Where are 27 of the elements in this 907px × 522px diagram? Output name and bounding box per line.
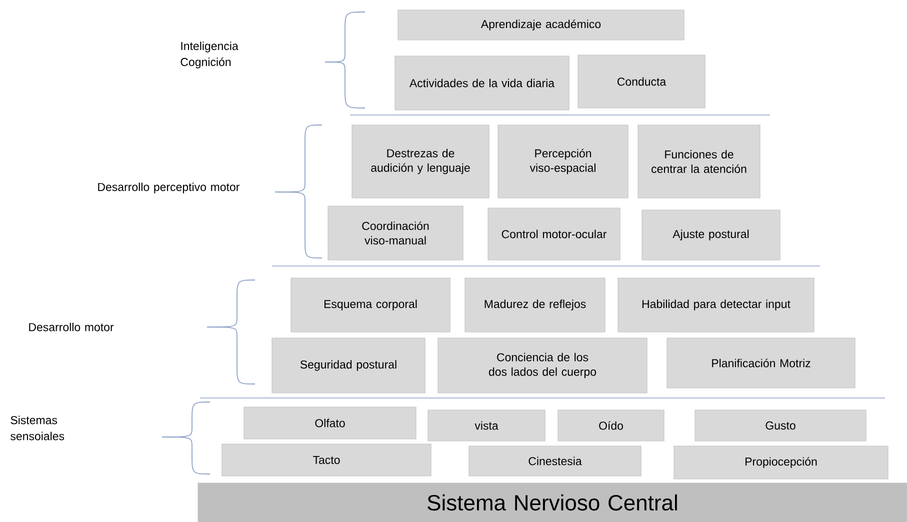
category-box: vista [428,410,546,442]
level-label: Sistemas sensoiales [10,416,64,440]
category-box: Esquema corporal [290,278,450,332]
category-box: Funciones de centrar la atención [638,124,760,198]
level-label: Desarrollo motor [29,322,114,332]
category-box: Propiocepción [674,446,888,480]
category-box: Habilidad para detectar input [618,278,814,332]
category-box: Destrezas de audición y lenguaje [352,124,490,198]
category-box: Conciencia de los dos lados del cuerpo [438,338,648,394]
category-box: Cinestesia [468,446,642,476]
category-box: Tacto [222,444,432,476]
category-box: Oído [558,410,664,442]
base-bar: Sistema Nervioso Central [198,482,907,522]
category-box: Coordinación viso-manual [328,206,464,260]
category-box: Percepción viso-espacial [498,124,628,198]
category-box: Planificación Motriz [666,338,856,388]
category-box: Conducta [578,54,706,108]
category-box: Aprendizaje académico [398,10,684,40]
level-label: Desarrollo perceptivo motor [98,182,240,194]
level-label: Inteligencia Cognición [180,42,238,68]
category-box: Gusto [694,410,866,442]
category-box: Seguridad postural [272,338,426,394]
category-box: Control motor-ocular [488,208,620,260]
category-box: Madurez de reflejos [464,278,606,332]
category-box: Ajuste postural [642,210,780,260]
category-box: Olfato [244,406,416,440]
category-box: Actividades de la vida diaria [394,56,570,110]
